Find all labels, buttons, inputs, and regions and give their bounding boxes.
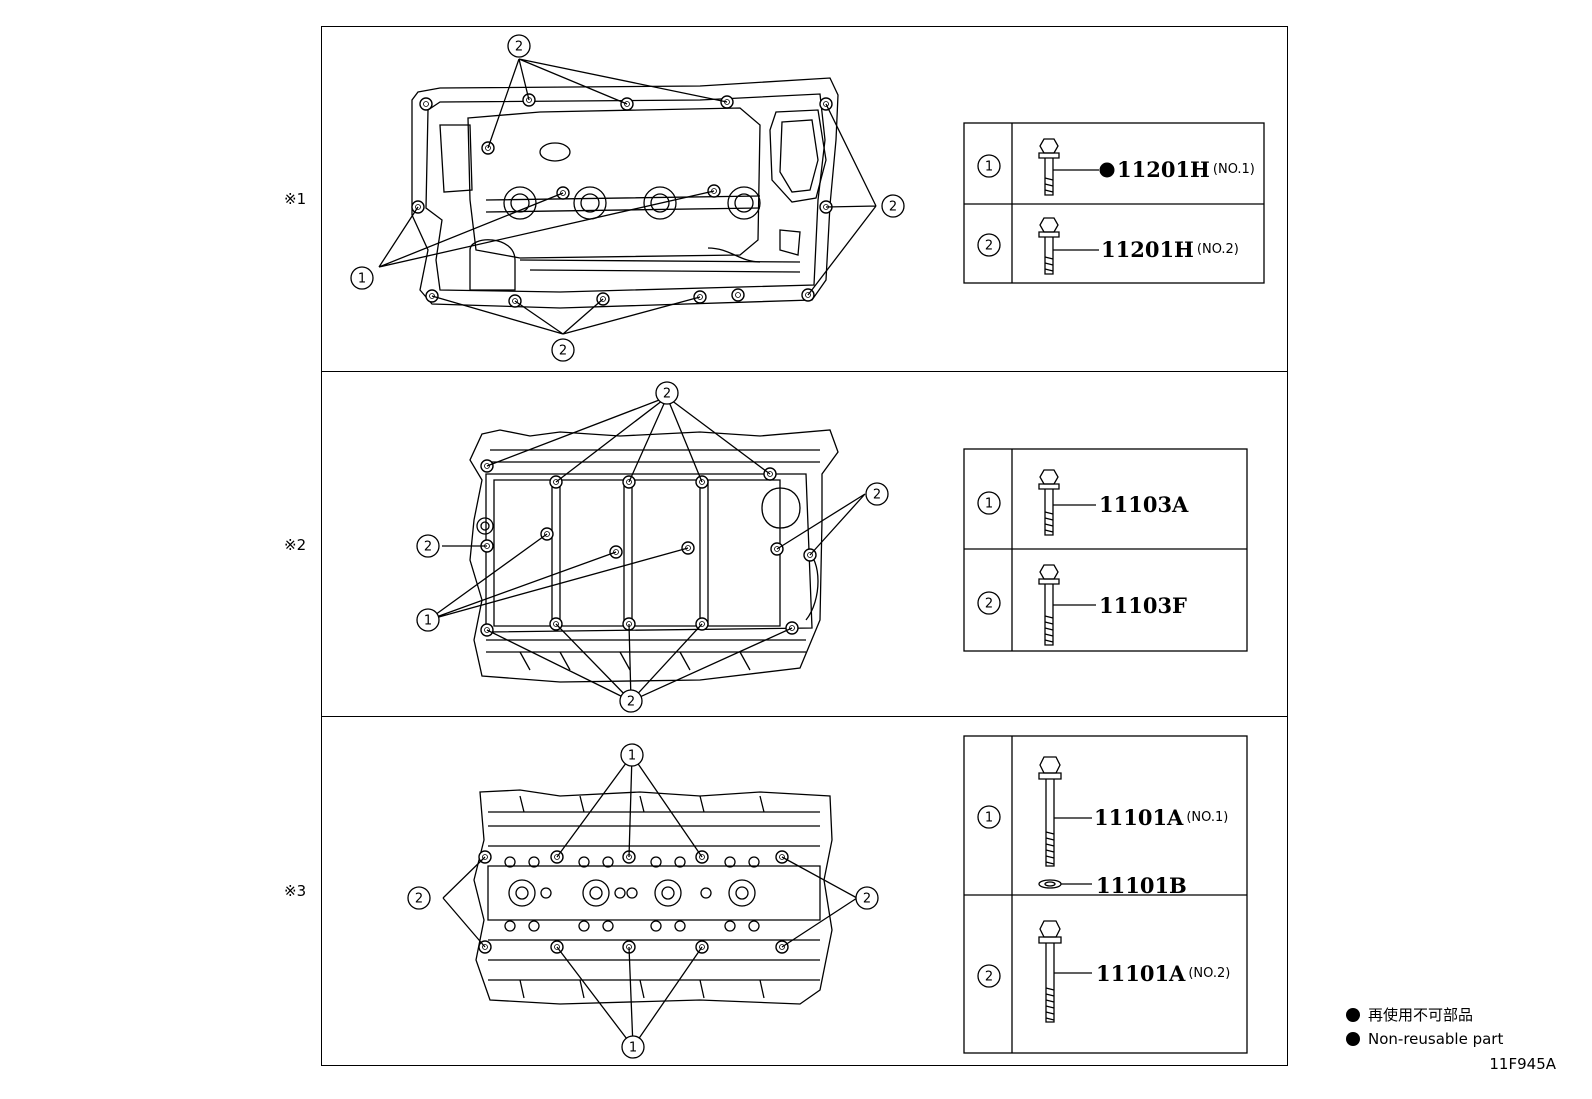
part-number-label: 11101A(NO.2) (1096, 961, 1230, 986)
bolt-11103a-icon (1038, 469, 1096, 536)
svg-text:2: 2 (985, 239, 993, 254)
cylinder-block-drawing (469, 429, 839, 683)
svg-text:2: 2 (985, 597, 993, 612)
svg-text:1: 1 (424, 614, 432, 629)
legend-text: Non-reusable part (1368, 1030, 1504, 1048)
parts-table-2 (963, 448, 1248, 652)
section-mark-2: ※2 (284, 536, 307, 554)
table-callout-2: 2 (977, 964, 1001, 988)
bolt-11101a-no1-icon (1038, 756, 1092, 867)
svg-text:2: 2 (515, 40, 523, 55)
legend-text: 再使用不可部品 (1368, 1006, 1474, 1024)
nonreusable-marker-icon (1099, 162, 1115, 178)
svg-text:1: 1 (358, 272, 366, 287)
part-number-label: 11201H(NO.1) (1117, 157, 1255, 182)
callout-1: 1 (416, 608, 440, 632)
svg-text:1: 1 (985, 497, 993, 512)
bolt-holes-section-1 (411, 93, 833, 308)
parts-table-1 (963, 122, 1265, 284)
leader-lines-section-1 (378, 58, 877, 335)
callout-2: 2 (655, 381, 679, 405)
cylinder-head-drawing (473, 789, 833, 1005)
table-callout-2: 2 (977, 591, 1001, 615)
section-divider (322, 371, 1287, 372)
cam-bore-group (503, 186, 761, 220)
callout-2: 2 (551, 338, 575, 362)
part-number-label: 11103F (1099, 593, 1187, 618)
bolt-11201h-no2-icon (1038, 217, 1099, 275)
svg-text:2: 2 (873, 488, 881, 503)
callout-2: 2 (407, 886, 431, 910)
table-callout-1: 1 (977, 491, 1001, 515)
callout-1: 1 (621, 1035, 645, 1059)
table-callout-1: 1 (977, 805, 1001, 829)
legend-item-jp: 再使用不可部品 (1346, 1004, 1473, 1025)
nonreusable-dot-icon (1346, 1032, 1360, 1046)
callout-2: 2 (865, 482, 889, 506)
bolt-holes-section-2 (480, 459, 817, 637)
leader-lines-section-2 (427, 396, 866, 702)
table-callout-1: 1 (977, 154, 1001, 178)
callout-1: 1 (620, 743, 644, 767)
callout-2: 2 (855, 886, 879, 910)
leader-lines-section-3 (442, 754, 858, 1048)
callout-1: 1 (350, 266, 374, 290)
svg-text:2: 2 (985, 970, 993, 985)
svg-text:1: 1 (629, 1041, 637, 1056)
bolt-11201h-no1-icon (1038, 138, 1099, 196)
section-mark-1: ※1 (284, 190, 307, 208)
section-mark-3: ※3 (284, 882, 307, 900)
svg-text:2: 2 (415, 892, 423, 907)
svg-text:1: 1 (985, 811, 993, 826)
svg-text:1: 1 (985, 160, 993, 175)
callout-2: 2 (416, 534, 440, 558)
svg-text:2: 2 (627, 695, 635, 710)
nonreusable-dot-icon (1346, 1007, 1360, 1022)
part-number-label: 11101A(NO.1) (1094, 805, 1228, 830)
figure-code: 11F945A (1489, 1055, 1556, 1073)
callout-2: 2 (507, 34, 531, 58)
washer-11101b-icon (1038, 879, 1092, 889)
bolt-11101a-no2-icon (1038, 920, 1092, 1023)
bolt-11103f-icon (1038, 564, 1096, 646)
part-number-label: 11101B (1096, 873, 1187, 898)
camshaft-journals (504, 856, 760, 932)
diagram-frame (321, 26, 1288, 1066)
svg-text:2: 2 (663, 387, 671, 402)
svg-text:1: 1 (628, 749, 636, 764)
legend-item-en: Non-reusable part (1346, 1030, 1503, 1048)
part-number-label: 11201H(NO.2) (1101, 237, 1239, 262)
svg-text:2: 2 (889, 200, 897, 215)
parts-table-3 (963, 735, 1248, 1054)
svg-text:2: 2 (559, 344, 567, 359)
svg-text:2: 2 (863, 892, 871, 907)
svg-text:2: 2 (424, 540, 432, 555)
part-number-label: 11103A (1099, 492, 1189, 517)
section-divider (322, 716, 1287, 717)
cylinder-head-cover-drawing (411, 77, 839, 309)
callout-2: 2 (881, 194, 905, 218)
callout-2: 2 (619, 689, 643, 713)
table-callout-2: 2 (977, 233, 1001, 257)
